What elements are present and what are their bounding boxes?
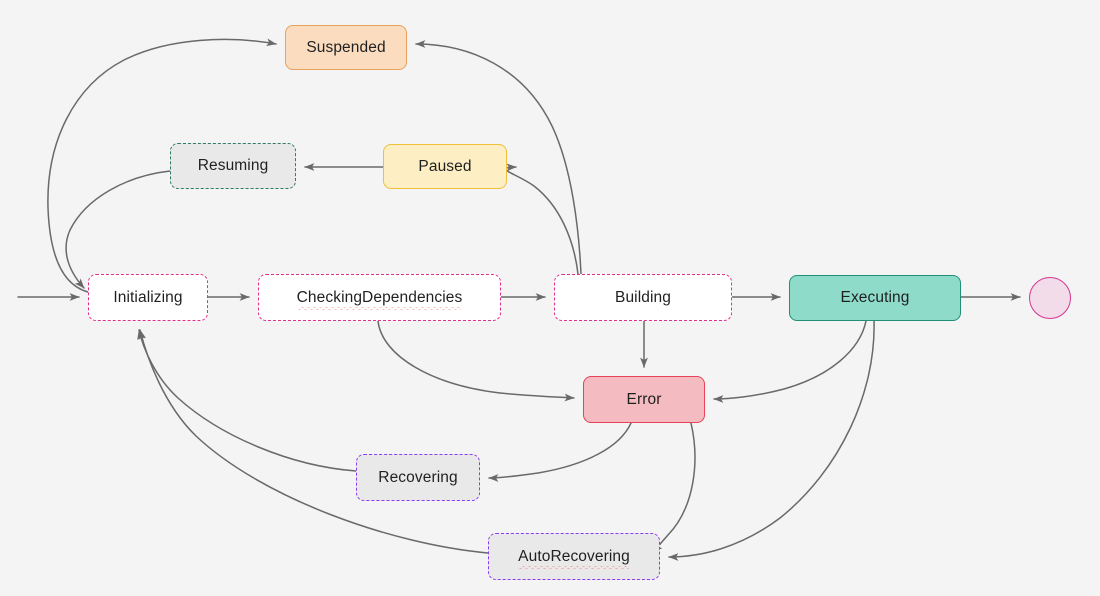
state-node-recovering[interactable]: Recovering	[356, 454, 480, 501]
edge-initializing-to-suspended	[47, 38, 277, 293]
edge-building-to-suspended	[415, 40, 582, 275]
state-node-end[interactable]	[1029, 277, 1071, 319]
edge-autorecovering-to-initializing	[138, 329, 489, 554]
state-label-checkingdependencies: CheckingDependencies	[296, 288, 463, 310]
edge-building-to-paused	[504, 163, 579, 275]
state-label-resuming: Resuming	[197, 157, 269, 175]
state-label-autorecovering: AutoRecovering	[518, 547, 630, 569]
state-node-resuming[interactable]: Resuming	[170, 143, 296, 189]
state-node-autorecovering[interactable]: AutoRecovering	[488, 533, 660, 580]
state-label-building: Building	[615, 288, 671, 306]
edge-error-to-recovering	[488, 422, 632, 482]
state-node-suspended[interactable]: Suspended	[285, 25, 407, 70]
edge-recovering-to-initializing	[137, 329, 357, 472]
state-label-error: Error	[626, 390, 662, 408]
state-label-initializing: Initializing	[113, 288, 183, 306]
edge-resuming-to-initializing	[65, 170, 171, 289]
state-node-initializing[interactable]: Initializing	[88, 274, 208, 321]
state-label-paused: Paused	[418, 157, 472, 175]
state-label-recovering: Recovering	[378, 468, 458, 486]
edge-executing-to-autorecovering	[668, 320, 875, 561]
state-label-suspended: Suspended	[306, 38, 386, 56]
state-label-executing: Executing	[840, 289, 910, 307]
edge-executing-to-error	[713, 320, 867, 403]
state-node-paused[interactable]: Paused	[383, 144, 507, 189]
state-node-executing[interactable]: Executing	[789, 275, 961, 321]
state-node-checkingdependencies[interactable]: CheckingDependencies	[258, 274, 501, 321]
state-node-building[interactable]: Building	[554, 274, 732, 321]
state-node-error[interactable]: Error	[583, 376, 705, 423]
edge-error-to-autorecovering	[652, 422, 696, 553]
edge-checkingdependencies-to-error	[377, 320, 575, 402]
